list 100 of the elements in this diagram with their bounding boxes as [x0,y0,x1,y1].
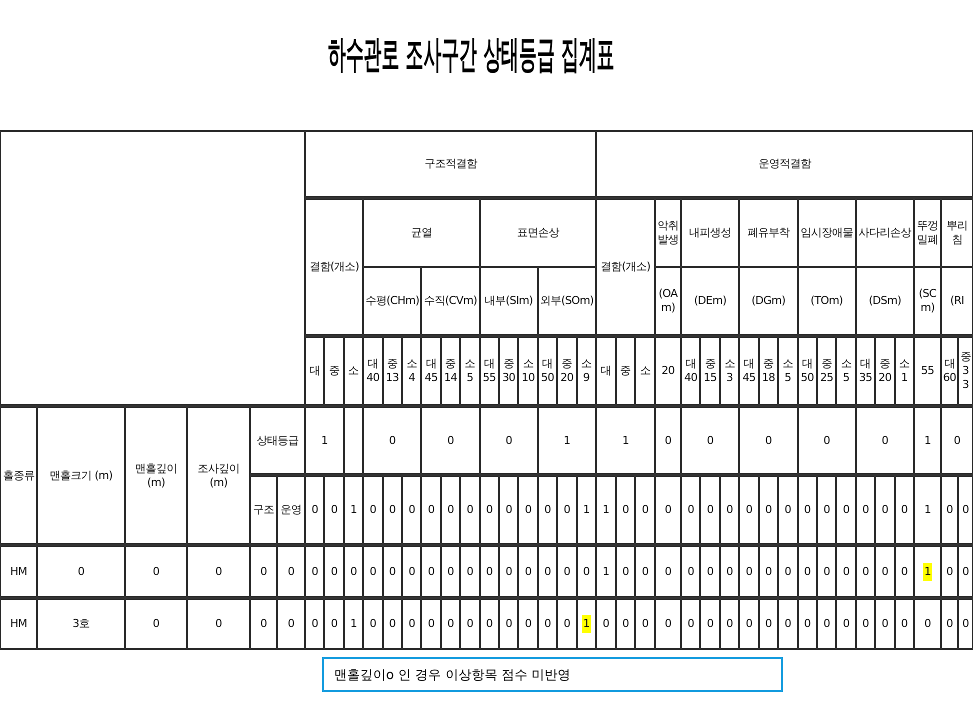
header-cell: 내피생성 [681,198,740,267]
table-cell: 0 [958,545,973,598]
table-cell: 0 [440,545,460,598]
header-cell: (RI [941,267,973,336]
header-cell: 대 40 [363,336,383,406]
header-cell: 운영적결함 [596,130,973,198]
header-cell: 조사깊이 (m) [187,406,250,545]
table-cell: 0 [875,475,895,545]
header-cell: 수평(CHm) [363,267,422,336]
header-cell: 중 18 [758,336,778,406]
header-cell: 소 5 [778,336,798,406]
table-cell: 0 [576,545,596,598]
header-cell: 상태등급 [250,406,305,475]
table-cell: 1 [576,475,596,545]
header-cell: 대 40 [681,336,700,406]
table-cell: 0 [382,598,402,650]
table-cell: 0 [277,545,305,598]
table-cell: 0 [681,545,700,598]
table-cell: 0 [798,475,817,545]
table-cell: 0 [700,598,720,650]
table-cell: 0 [250,545,277,598]
table-cell: 1 [344,475,364,545]
header-cell: 결함(개소) [305,198,364,336]
table-cell: 0 [700,545,720,598]
table-cell: 1 [914,545,941,598]
header-cell: 0 [363,406,422,475]
header-cell: 0 [856,406,914,475]
table-cell: 0 [421,475,441,545]
header-cell: 사다리손상 [856,198,914,267]
header-cell: 0 [655,406,681,475]
table-cell: 0 [616,475,636,545]
table-cell: 0 [655,598,681,650]
table-cell: 0 [941,545,958,598]
table-cell: 1 [596,475,616,545]
table-cell: 0 [875,545,895,598]
header-cell: 소 3 [720,336,740,406]
table-cell: 0 [125,545,187,598]
table-cell: 0 [499,475,518,545]
header-cell: 대 45 [421,336,441,406]
table-cell: 0 [836,475,856,545]
table-cell: 0 [856,475,876,545]
header-cell: 내부(SIm) [480,267,538,336]
table-cell: 0 [856,598,876,650]
header-cell: 소 [635,336,655,406]
table-cell: 0 [250,598,277,650]
table-cell: 0 [382,475,402,545]
header-cell: 0 [480,406,538,475]
header-cell: (TOm) [798,267,856,336]
header-cell: 중 [324,336,344,406]
table-cell: 0 [538,598,558,650]
header-cell: 55 [914,336,941,406]
table-cell: 0 [758,598,778,650]
header-cell: 구조적결함 [305,130,596,198]
table-cell: 0 [635,598,655,650]
header-cell: 악취발생 [655,198,681,267]
header-cell: (OAm) [655,267,681,336]
table-cell: 0 [421,545,441,598]
table-cell: 0 [363,598,383,650]
header-cell: 0 [421,406,480,475]
header-cell: 임시장애물 [798,198,856,267]
table-cell: 0 [305,475,324,545]
table-cell: 0 [635,545,655,598]
table-cell: 0 [778,475,798,545]
header-cell: 폐유부착 [739,198,798,267]
table-cell: 0 [480,475,499,545]
header-cell: 뚜껑밀폐 [914,198,941,267]
table-cell: 0 [187,598,250,650]
table-cell: 0 [324,598,344,650]
table-cell: 0 [836,598,856,650]
header-cell: 수직(CVm) [421,267,480,336]
table-cell: 0 [305,598,324,650]
table-cell: 0 [402,598,422,650]
header-cell: 대 60 [941,336,958,406]
header-cell: 소 5 [460,336,480,406]
table-cell: 0 [499,598,518,650]
header-cell: 중 30 [499,336,518,406]
table-cell: 0 [875,598,895,650]
header-cell: 0 [681,406,740,475]
table-cell: 0 [941,475,958,545]
header-cell: 1 [914,406,941,475]
table-cell: 0 [518,475,538,545]
table-cell: 0 [778,598,798,650]
table-cell: 0 [324,475,344,545]
table-cell: 0 [324,545,344,598]
table-cell: 0 [518,598,538,650]
table-cell: 0 [700,475,720,545]
table-cell: 0 [440,598,460,650]
table-cell: 1 [596,545,616,598]
header-cell: 중 25 [816,336,836,406]
table-cell: 0 [655,545,681,598]
header-cell: (DEm) [681,267,740,336]
table-cell: 3호 [37,598,125,650]
table-cell: 1 [914,475,941,545]
table-cell: 0 [557,598,577,650]
table-cell: 0 [758,475,778,545]
table-cell: 0 [739,475,759,545]
table-cell: 0 [958,598,973,650]
table-cell: 0 [277,598,305,650]
header-cell: 중 13 [382,336,402,406]
table-cell: 0 [480,598,499,650]
